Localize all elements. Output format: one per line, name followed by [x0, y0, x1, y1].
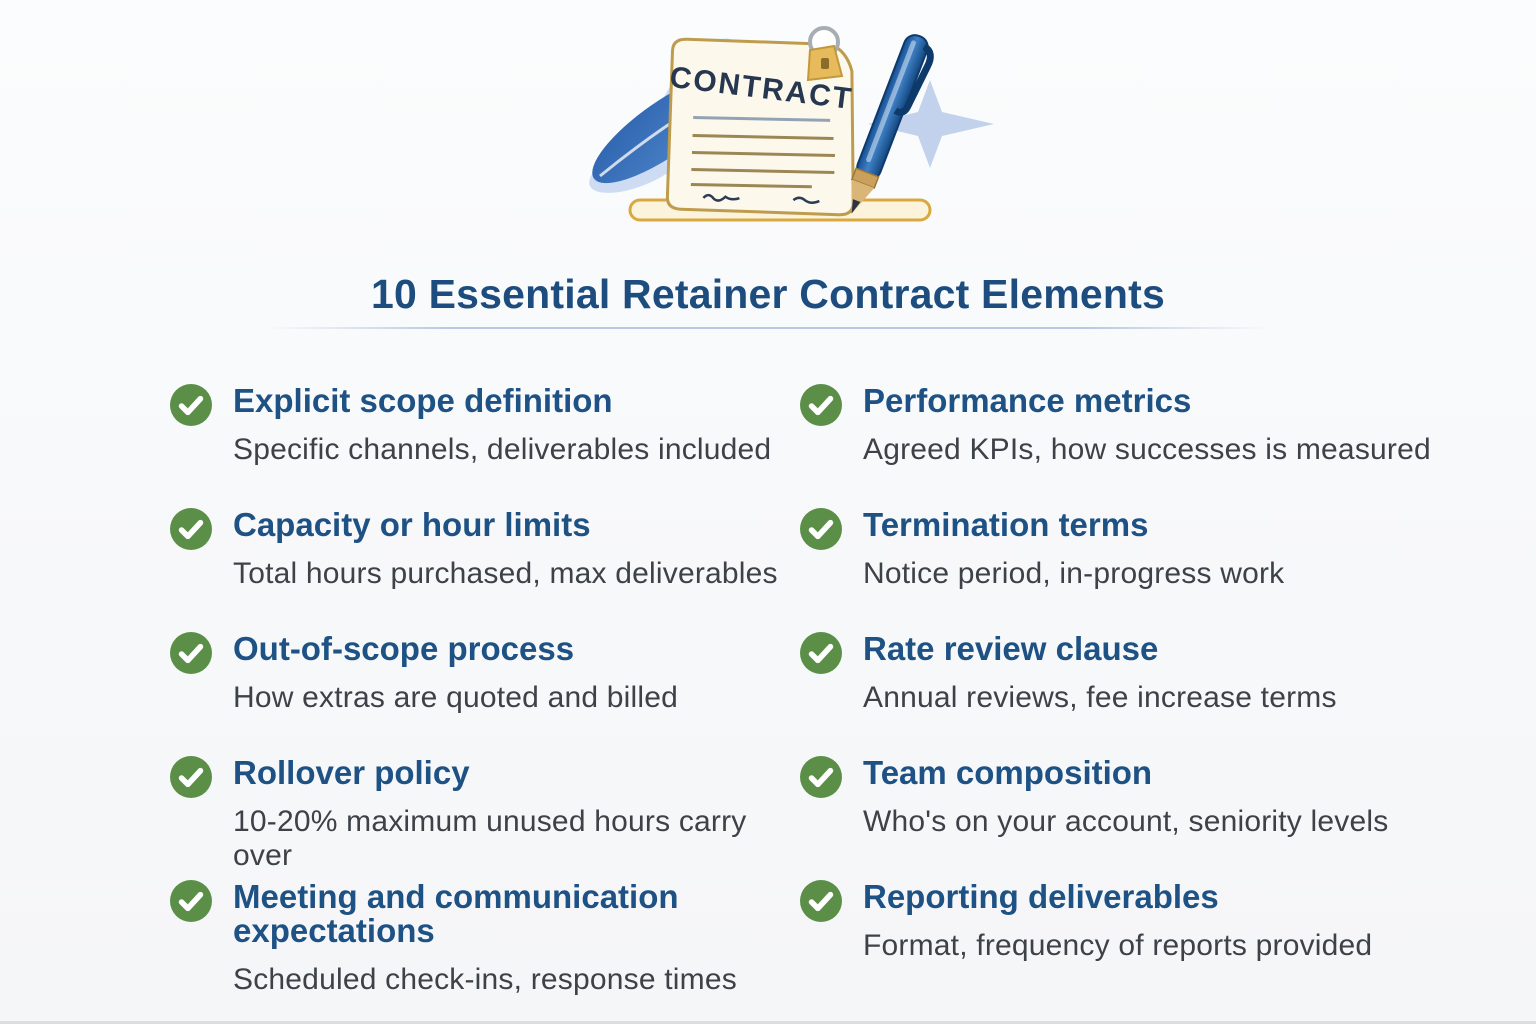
- check-icon: [800, 756, 842, 798]
- item-description: Format, frequency of reports provided: [863, 929, 1373, 962]
- item-title: Reporting deliverables: [863, 878, 1219, 915]
- check-icon: [800, 632, 842, 674]
- item-description: Who's on your account, seniority levels: [863, 805, 1389, 838]
- page-title: 10 Essential Retainer Contract Elements: [371, 271, 1165, 318]
- list-item: Rollover policy 10-20% maximum unused hou…: [170, 756, 800, 880]
- check-icon: [800, 384, 842, 426]
- item-title: Team composition: [863, 754, 1153, 791]
- item-description: Agreed KPIs, how successes is measured: [863, 433, 1431, 466]
- item-description: Notice period, in-progress work: [863, 557, 1285, 590]
- item-description: Specific channels, deliverables included: [233, 433, 772, 466]
- item-title: Out-of-scope process: [233, 630, 575, 667]
- item-description: How extras are quoted and billed: [233, 681, 679, 714]
- check-icon: [170, 384, 212, 426]
- sparkle-star-icon: [868, 80, 994, 168]
- item-description: 10-20% maximum unused hours carry over: [233, 805, 747, 872]
- check-icon: [170, 508, 212, 550]
- check-icon: [800, 508, 842, 550]
- item-title: Rollover policy: [233, 754, 470, 791]
- pen-icon: [850, 34, 934, 214]
- contract-illustration-svg: CONTRACT: [589, 26, 994, 222]
- item-description: Total hours purchased, max deliverables: [233, 557, 778, 590]
- contract-illustration: CONTRACT: [538, 24, 998, 232]
- check-icon: [170, 880, 212, 922]
- item-description: Scheduled check-ins, response times: [233, 963, 737, 996]
- document-clip-icon: [806, 26, 844, 82]
- check-icon: [170, 756, 212, 798]
- item-title: Termination terms: [863, 506, 1149, 543]
- check-icon: [170, 632, 212, 674]
- item-title: Rate review clause: [863, 630, 1159, 667]
- check-icon: [800, 880, 842, 922]
- item-title: Explicit scope definition: [233, 382, 613, 419]
- item-title: Meeting and communication expectations: [233, 878, 679, 949]
- item-title: Capacity or hour limits: [233, 506, 591, 543]
- title-divider: [268, 327, 1268, 329]
- item-description: Annual reviews, fee increase terms: [863, 681, 1337, 714]
- item-title: Performance metrics: [863, 382, 1192, 419]
